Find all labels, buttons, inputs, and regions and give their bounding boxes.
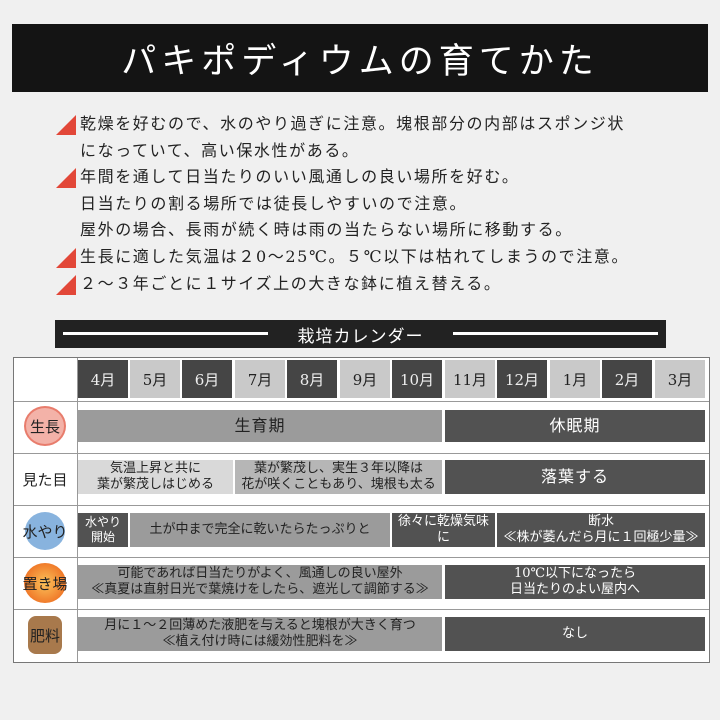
bar-text: 花が咲くこともあり、塊根も太る xyxy=(241,477,436,492)
fertilizer-bag xyxy=(28,616,62,654)
growth-emblem-icon: 生長 xyxy=(20,406,70,446)
bar-text: 気温上昇と共に xyxy=(109,461,201,476)
fertilizer-winter-bar: なし xyxy=(445,617,705,651)
note-line: ２〜３年ごとに１サイズ上の大きな鉢に植え替える。 xyxy=(80,273,502,293)
bar-text: 10℃以下になったら xyxy=(513,566,637,581)
bar-text: 月に１〜２回薄めた液肥を与えると塊根が大きく育つ xyxy=(104,618,416,633)
watering-summer-bar: 土が中まで完全に乾いたらたっぷりと xyxy=(130,513,390,547)
month-cell: 5月 xyxy=(130,360,180,398)
triangle-bullet-icon xyxy=(56,115,76,135)
watering-winter-bar: 断水 ≪株が萎んだら月に１回極少量≫ xyxy=(497,513,705,547)
placement-growing-bar: 可能であれば日当たりがよく、風通しの良い屋外 ≪真夏は直射日光で葉焼けをしたら、… xyxy=(78,565,442,599)
note-item: 乾燥を好むので、水のやり過ぎに注意。塊根部分の内部はスポンジ状 になっていて、高… xyxy=(50,111,690,164)
heading-rule xyxy=(453,332,658,335)
triangle-bullet-icon xyxy=(56,274,76,295)
growth-dormant-bar: 休眠期 xyxy=(445,410,705,442)
title-banner: パキポディウムの育てかた xyxy=(12,24,708,92)
month-cell: 4月 xyxy=(78,360,128,398)
calendar-heading-bar: 栽培カレンダー xyxy=(55,320,666,348)
appearance-emblem-icon: 見た目 xyxy=(20,459,70,499)
column-divider xyxy=(77,358,78,662)
care-notes: 乾燥を好むので、水のやり過ぎに注意。塊根部分の内部はスポンジ状 になっていて、高… xyxy=(50,111,690,297)
heading-rule xyxy=(63,332,268,335)
note-item: 生長に適した気温は２0〜25℃。５℃以下は枯れてしまうので注意。 xyxy=(50,244,690,271)
bar-text: 開始 xyxy=(90,530,115,544)
month-cell: 9月 xyxy=(340,360,390,398)
month-cell: 8月 xyxy=(287,360,337,398)
appearance-early-bar: 気温上昇と共に 葉が繁茂しはじめる xyxy=(78,460,233,494)
triangle-bullet-icon xyxy=(56,247,76,268)
row-divider xyxy=(14,609,709,610)
fertilizer-growing-bar: 月に１〜２回薄めた液肥を与えると塊根が大きく育つ ≪植え付け時には緩効性肥料を≫ xyxy=(78,617,442,651)
calendar-heading: 栽培カレンダー xyxy=(297,327,424,347)
note-line: 乾燥を好むので、水のやり過ぎに注意。塊根部分の内部はスポンジ状 xyxy=(80,114,625,133)
bar-text: 水やり xyxy=(84,515,121,529)
row-label-text: 肥料 xyxy=(29,626,60,645)
appearance-winter-bar: 落葉する xyxy=(445,460,705,494)
water-circle xyxy=(25,512,65,550)
page-title: パキポディウムの育てかた xyxy=(121,41,599,82)
sun-icon: 置き場 xyxy=(20,563,70,603)
month-cell: 7月 xyxy=(235,360,285,398)
row-label-text: 生長 xyxy=(29,417,60,436)
note-line: 生長に適した気温は２0〜25℃。５℃以下は枯れてしまうので注意。 xyxy=(80,246,630,266)
bar-text: 断水 xyxy=(587,514,614,529)
fertilizer-bag-icon: 肥料 xyxy=(20,615,70,655)
watering-start-bar: 水やり 開始 xyxy=(78,513,128,547)
note-line: になっていて、高い保水性がある。 xyxy=(80,140,360,160)
note-line: 年間を通して日当たりのいい風通しの良い場所を好む。 xyxy=(80,167,520,187)
month-cell: 10月 xyxy=(392,360,442,398)
watering-autumn-bar: 徐々に乾燥気味に xyxy=(392,513,495,547)
bar-text: 可能であれば日当たりがよく、風通しの良い屋外 xyxy=(117,566,403,581)
bar-text: ≪植え付け時には緩効性肥料を≫ xyxy=(162,634,358,649)
row-label-appearance: 見た目 xyxy=(14,455,76,503)
row-label-watering: 水やり xyxy=(14,507,76,555)
month-cell: 3月 xyxy=(655,360,705,398)
row-divider xyxy=(14,505,709,506)
bar-text: 葉が繁茂し、実生３年以降は xyxy=(253,461,423,476)
row-divider xyxy=(14,557,709,558)
month-cell: 6月 xyxy=(182,360,232,398)
note-item: 年間を通して日当たりのいい風通しの良い場所を好む。 日当たりの割る場所では徒長し… xyxy=(50,164,690,244)
note-line: 日当たりの割る場所では徒長しやすいので注意。 xyxy=(80,193,468,213)
bar-text: ≪真夏は直射日光で葉焼けをしたら、遮光して調節する≫ xyxy=(91,582,429,597)
row-divider xyxy=(14,453,709,454)
row-label-text: 見た目 xyxy=(22,470,68,489)
note-item: ２〜３年ごとに１サイズ上の大きな鉢に植え替える。 xyxy=(50,271,690,298)
placement-winter-bar: 10℃以下になったら 日当たりのよい屋内へ xyxy=(445,565,705,599)
bar-text: 日当たりのよい屋内へ xyxy=(509,582,640,597)
row-label-text: 置き場 xyxy=(22,574,68,593)
growth-circle xyxy=(24,406,66,446)
triangle-bullet-icon xyxy=(56,168,76,189)
row-label-fertilizer: 肥料 xyxy=(14,611,76,659)
bar-text: ≪株が萎んだら月に１回極少量≫ xyxy=(503,530,699,545)
sun-circle xyxy=(24,563,66,603)
appearance-summer-bar: 葉が繁茂し、実生３年以降は 花が咲くこともあり、塊根も太る xyxy=(235,460,442,494)
bar-text: 葉が繁茂しはじめる xyxy=(96,477,214,492)
row-label-growth: 生長 xyxy=(14,402,76,450)
appearance-circle xyxy=(20,461,70,497)
note-line: 屋外の場合、長雨が続く時は雨の当たらない場所に移動する。 xyxy=(80,220,573,240)
water-drop-icon: 水やり xyxy=(20,511,70,551)
growth-active-bar: 生育期 xyxy=(78,410,442,442)
row-label-placement: 置き場 xyxy=(14,559,76,607)
month-cell: 12月 xyxy=(497,360,547,398)
row-divider xyxy=(14,401,709,402)
row-label-text: 水やり xyxy=(22,522,68,541)
month-cell: 1月 xyxy=(550,360,600,398)
month-cell: 11月 xyxy=(445,360,495,398)
month-cell: 2月 xyxy=(602,360,652,398)
calendar-table xyxy=(13,357,710,663)
